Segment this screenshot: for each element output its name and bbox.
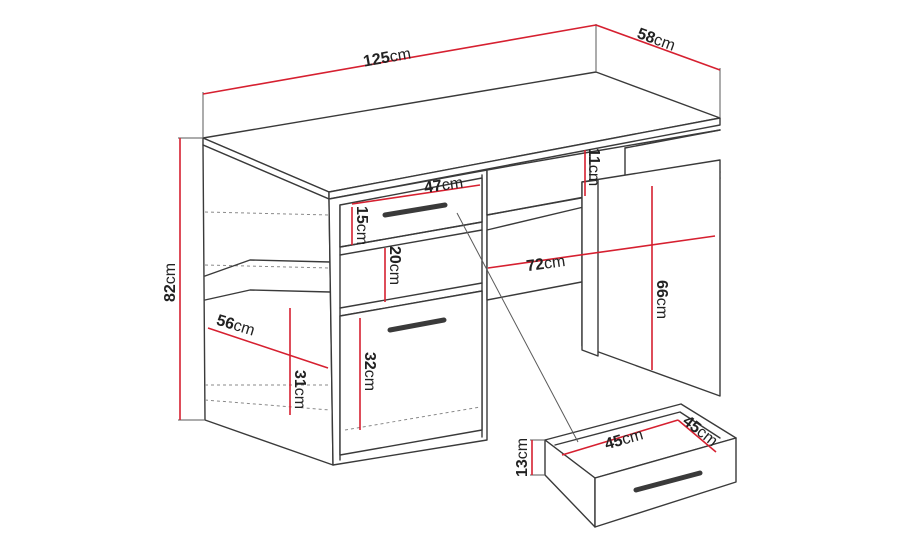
label-side-depth: 56cm <box>214 312 256 340</box>
cabinet-door-handle <box>387 317 447 333</box>
label-depth: 58cm <box>635 25 678 54</box>
label-height: 82cm <box>162 263 179 302</box>
label-side-height: 31cm <box>291 370 308 409</box>
upper-drawer-handle <box>382 202 448 218</box>
desk-body <box>202 71 721 466</box>
label-knee-height: 66cm <box>653 280 670 319</box>
drawer-box-handle <box>633 470 703 493</box>
desktop-right-edge <box>328 117 721 200</box>
label-drawer-front: 15cm <box>353 206 370 245</box>
label-box-width: 45cm <box>603 426 645 453</box>
label-knee-width: 72cm <box>525 253 566 275</box>
label-box-height: 13cm <box>514 438 531 477</box>
dimension-lines <box>178 24 721 476</box>
label-cabinet-door: 32cm <box>361 352 378 391</box>
cabinet-door <box>339 290 483 456</box>
label-drawer-width: 47cm <box>423 175 464 197</box>
center-drawer-front <box>486 204 593 301</box>
drawer-box <box>456 212 737 528</box>
right-leg-panel <box>581 159 721 397</box>
right-leg-front <box>581 179 599 357</box>
label-shelf-gap: 20cm <box>386 246 403 285</box>
label-width: 125cm <box>362 45 412 70</box>
label-top-shelf: 11cm <box>585 148 602 186</box>
left-side-panel <box>202 144 334 466</box>
